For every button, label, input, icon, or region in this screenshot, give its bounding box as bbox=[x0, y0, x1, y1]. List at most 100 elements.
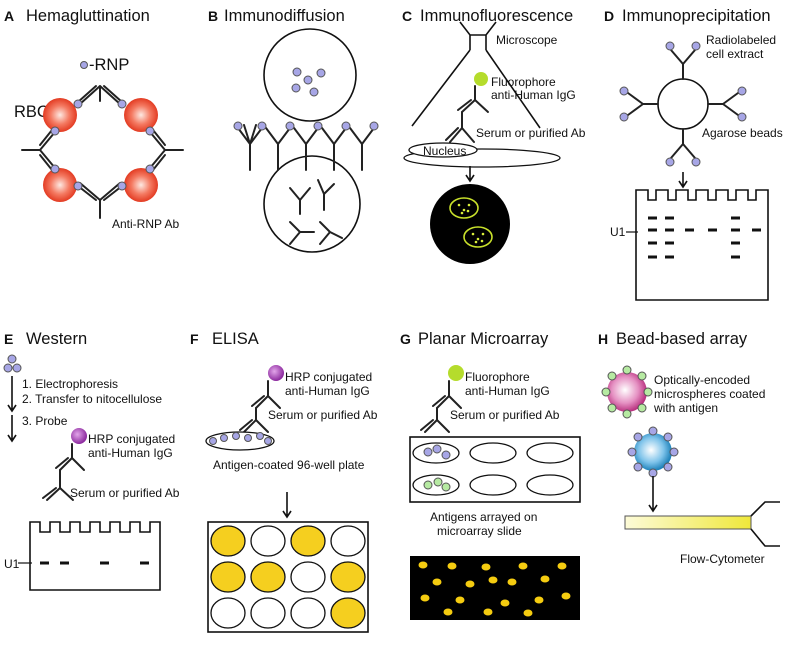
free-antigens bbox=[291, 67, 326, 97]
panel-h: H Bead-based array Optically-encoded mic… bbox=[598, 330, 780, 566]
stained-nucleus bbox=[449, 197, 479, 219]
rbc-cell bbox=[124, 98, 158, 132]
plate-label: Antigen-coated 96-well plate bbox=[213, 458, 365, 472]
primary-antibody-icon bbox=[42, 469, 74, 501]
arrow-icon bbox=[648, 476, 658, 513]
nucleus-label: Nucleus bbox=[423, 144, 466, 158]
u1-label-e: U1 bbox=[4, 557, 20, 571]
scanned-slide bbox=[410, 556, 580, 620]
stained-nucleus bbox=[463, 226, 493, 248]
antibody-icon bbox=[77, 182, 123, 219]
arrow-icon bbox=[465, 166, 475, 183]
elisa-wells bbox=[210, 525, 366, 629]
antibody-icon bbox=[149, 129, 184, 171]
anti-rnp-label: Anti-RNP Ab bbox=[112, 217, 179, 231]
panel-letter-c: C bbox=[402, 8, 412, 24]
negative-well bbox=[250, 597, 286, 629]
antigen-well bbox=[263, 28, 357, 122]
fluorophore-icon bbox=[448, 365, 464, 381]
rbc-cell bbox=[43, 168, 77, 202]
arrow-icon bbox=[7, 376, 17, 413]
panel-title-c: Immunofluorescence bbox=[420, 7, 573, 25]
primary-antibody-icon bbox=[420, 407, 450, 433]
panel-title-h: Bead-based array bbox=[616, 330, 748, 348]
hrp-label-f: HRP conjugated bbox=[285, 370, 372, 384]
positive-well bbox=[290, 525, 326, 557]
anti-igg-label: anti-Human IgG bbox=[491, 88, 576, 102]
panel-letter-b: B bbox=[208, 8, 218, 24]
panel-letter-g: G bbox=[400, 331, 411, 347]
rnp-antigen-icon bbox=[80, 61, 88, 69]
anti-igg-label-f: anti-Human IgG bbox=[285, 384, 370, 398]
panel-g: G Planar Microarray Fluorophore anti-Hum… bbox=[400, 330, 581, 620]
rbc-cell bbox=[43, 98, 77, 132]
anti-igg-label-e: anti-Human IgG bbox=[88, 446, 173, 460]
panel-letter-d: D bbox=[604, 8, 614, 24]
serum-label-g: Serum or purified Ab bbox=[450, 408, 560, 422]
well-antibodies bbox=[289, 179, 343, 245]
secondary-antibody-icon bbox=[251, 380, 281, 409]
fluorophore-icon bbox=[474, 72, 488, 86]
primary-antibody-icon bbox=[445, 111, 475, 143]
sds-gel bbox=[635, 189, 769, 301]
serum-label-e: Serum or purified Ab bbox=[70, 486, 180, 500]
gel-bands bbox=[648, 216, 761, 259]
secondary-antibody-icon bbox=[55, 443, 85, 471]
western-blot bbox=[29, 521, 161, 591]
negative-well bbox=[290, 561, 326, 593]
spot-antigens bbox=[423, 444, 451, 492]
panel-title-e: Western bbox=[26, 330, 87, 348]
secondary-antibody-icon bbox=[457, 85, 489, 113]
hrp-icon bbox=[268, 365, 284, 381]
fluorescent-spots bbox=[418, 561, 571, 617]
microspheres-label-2: microspheres coated bbox=[654, 387, 765, 401]
rnp-antigens bbox=[50, 99, 155, 191]
fluorophore-label: Fluorophore bbox=[491, 75, 556, 89]
arrayed-label-2: microarray slide bbox=[437, 524, 522, 538]
panel-f: F ELISA HRP conjugated anti-Human IgG Se… bbox=[190, 330, 378, 633]
rbc-cell bbox=[124, 168, 158, 202]
bead-antigens-purple bbox=[627, 426, 679, 478]
antibody-bound-microsphere bbox=[634, 433, 672, 471]
panel-d: D Immunoprecipitation Radiolabeled cell … bbox=[604, 7, 783, 301]
arrayed-label-1: Antigens arrayed on bbox=[430, 510, 537, 524]
fluorescence-view bbox=[430, 184, 510, 264]
microscope-label: Microscope bbox=[496, 33, 558, 47]
panel-letter-a: A bbox=[4, 8, 14, 24]
bound-antigens bbox=[619, 41, 747, 167]
positive-well bbox=[250, 561, 286, 593]
negative-well bbox=[250, 525, 286, 557]
antibody-icon bbox=[21, 129, 56, 171]
hrp-icon bbox=[71, 428, 87, 444]
serum-label-c: Serum or purified Ab bbox=[476, 126, 586, 140]
microscope-icon bbox=[411, 21, 541, 129]
western-step-3: 3. Probe bbox=[22, 414, 68, 428]
western-step-1: 1. Electrophoresis bbox=[22, 377, 118, 391]
arrow-icon bbox=[282, 492, 292, 519]
positive-well bbox=[330, 597, 366, 629]
positive-well bbox=[210, 561, 246, 593]
panel-letter-f: F bbox=[190, 331, 199, 347]
anti-rnp-antibodies bbox=[21, 85, 184, 219]
panel-letter-e: E bbox=[4, 331, 13, 347]
negative-well bbox=[290, 597, 326, 629]
fluorophore-label-g: Fluorophore bbox=[465, 370, 530, 384]
cell-extract-label: cell extract bbox=[706, 47, 764, 61]
panel-title-d: Immunoprecipitation bbox=[622, 7, 771, 25]
secondary-antibody-icon bbox=[432, 380, 462, 409]
negative-well bbox=[330, 525, 366, 557]
panel-title-a: Hemagluttination bbox=[26, 7, 150, 25]
panel-letter-h: H bbox=[598, 331, 608, 347]
hrp-label-e: HRP conjugated bbox=[88, 432, 175, 446]
rnp-label: -RNP bbox=[89, 56, 129, 74]
antibody-well bbox=[263, 155, 361, 253]
panel-c: C Immunofluorescence Microscope Fluoroph… bbox=[402, 7, 586, 264]
arrow-icon bbox=[678, 172, 688, 189]
positive-well bbox=[330, 561, 366, 593]
coated-antigens bbox=[209, 432, 272, 445]
flow-stream bbox=[624, 515, 752, 530]
antibody-icon bbox=[77, 85, 123, 105]
serum-label-f: Serum or purified Ab bbox=[268, 408, 378, 422]
sample-antigens bbox=[3, 354, 22, 373]
panel-title-f: ELISA bbox=[212, 330, 259, 348]
